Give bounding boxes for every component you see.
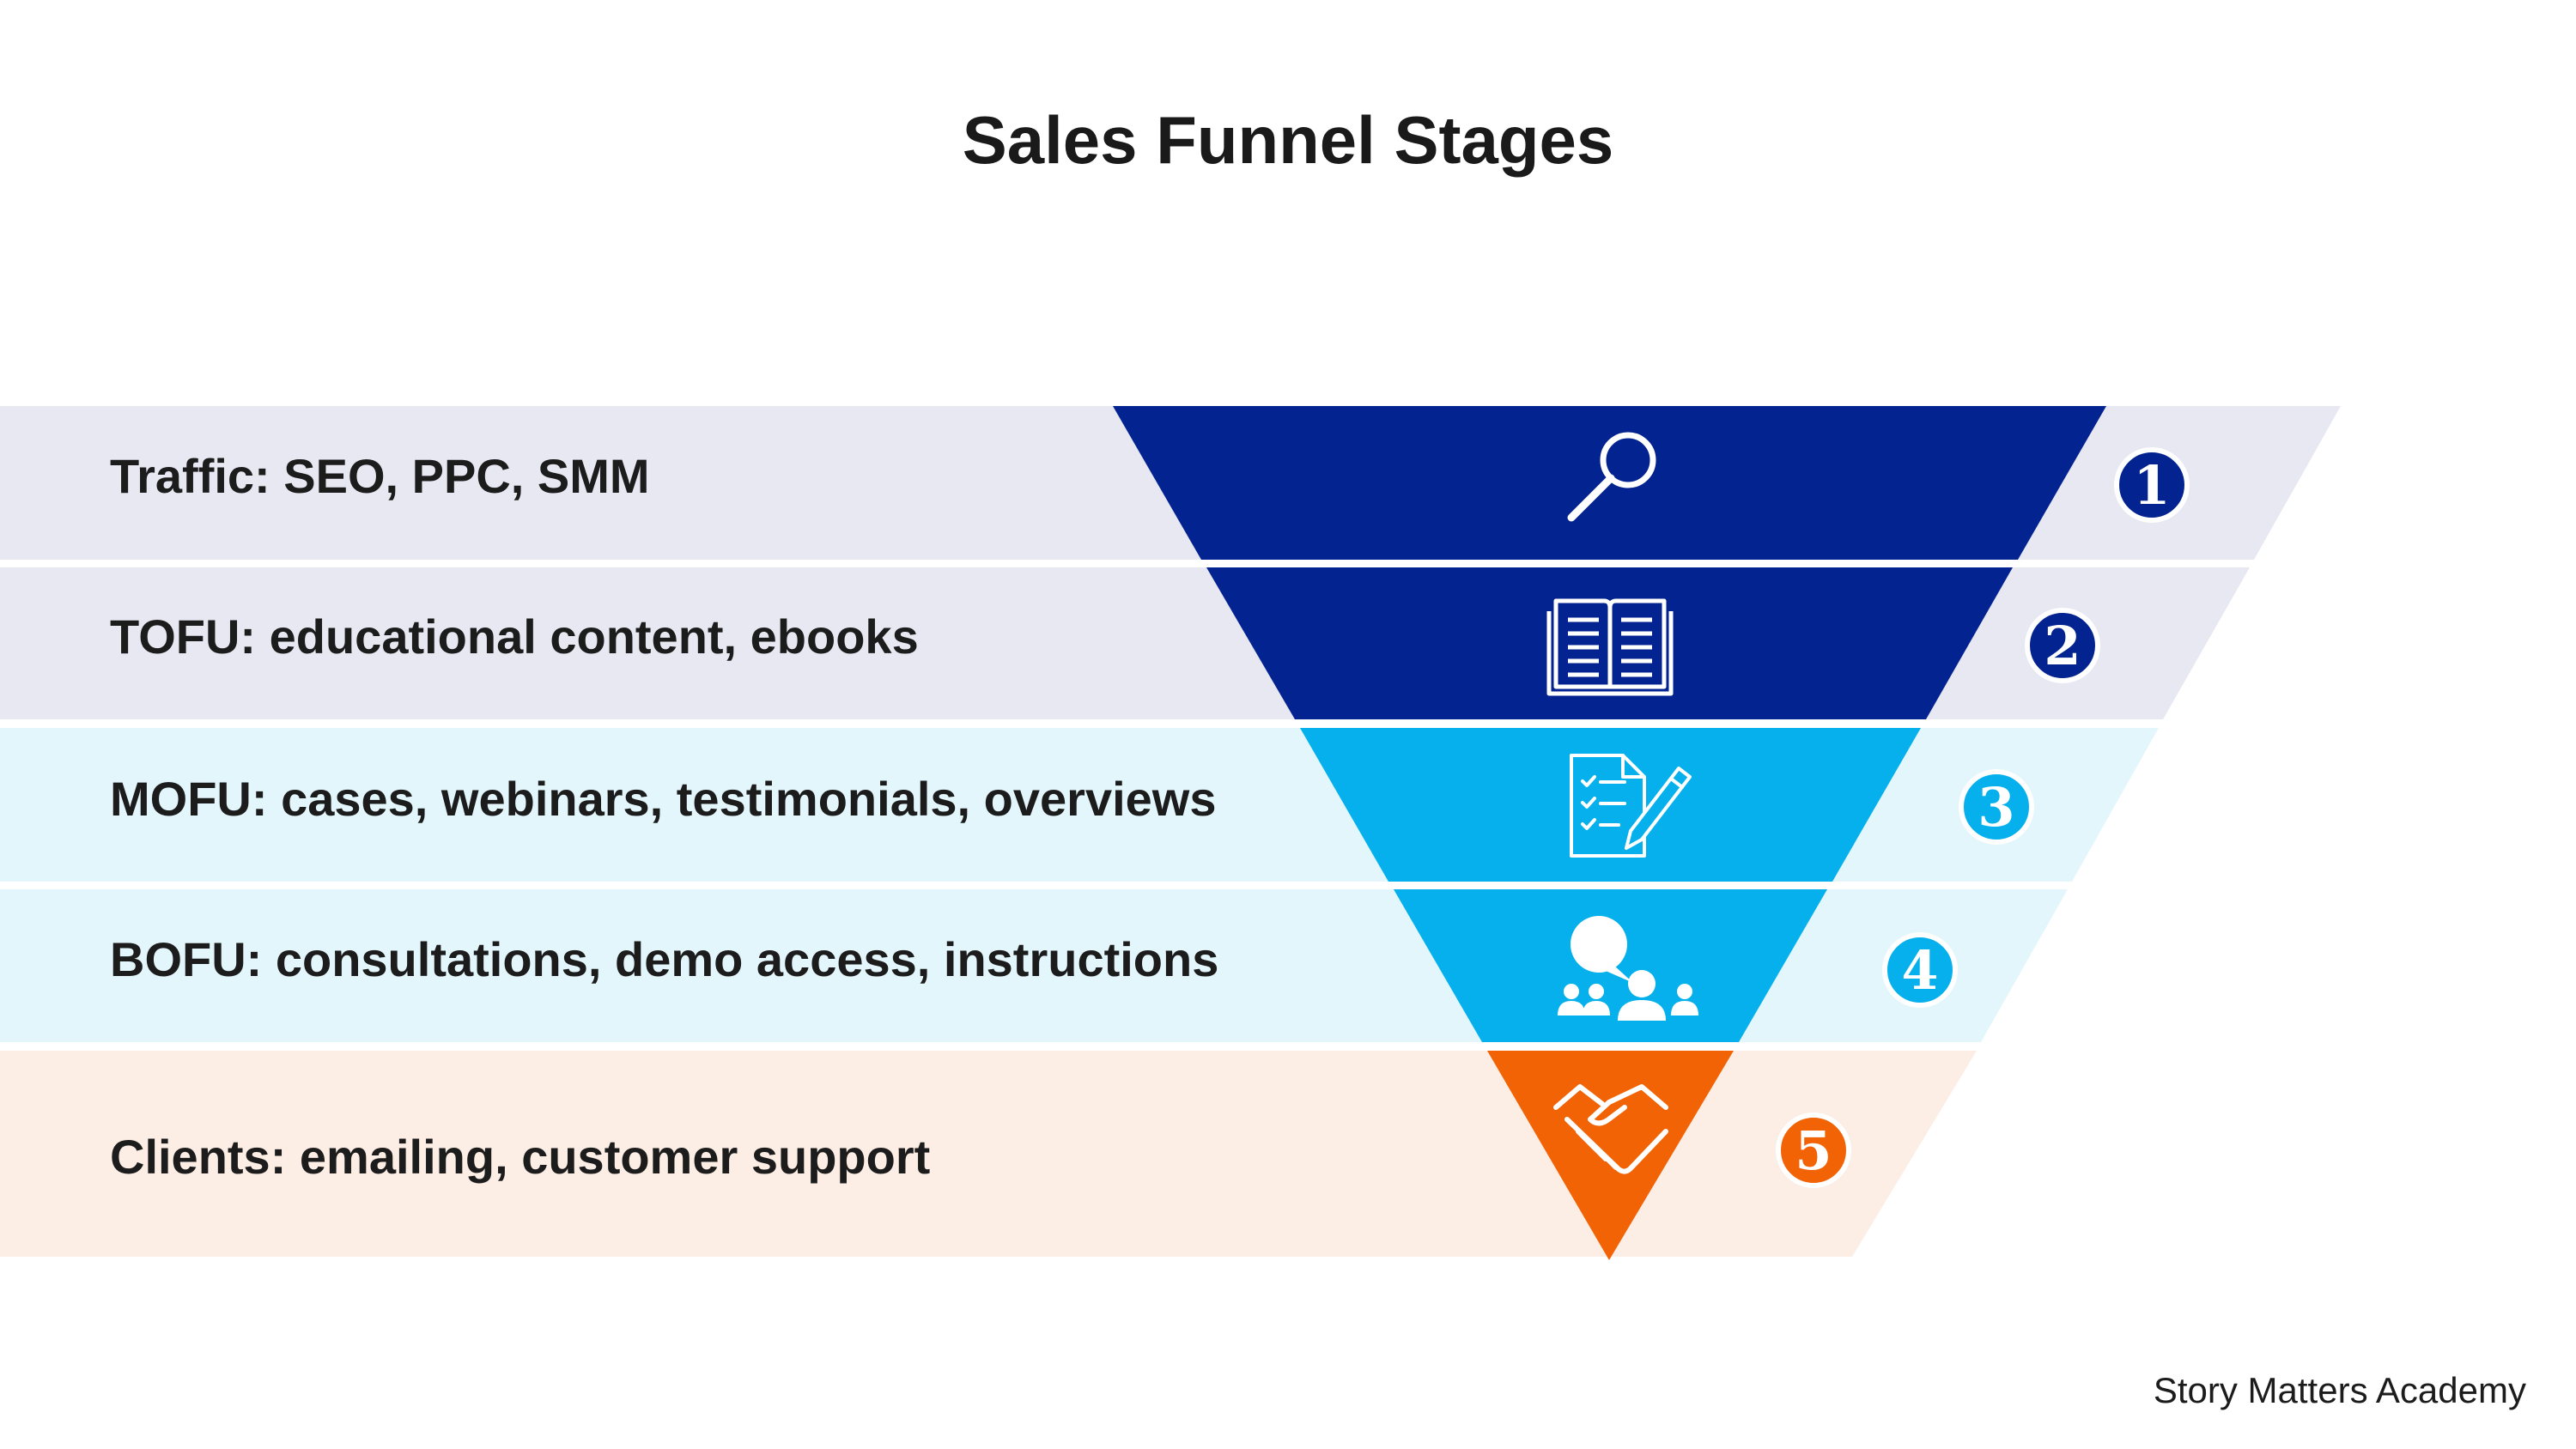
stage-2-label: TOFU: educational content, ebooks — [110, 609, 919, 664]
stage-4-number-badge: 4 — [1882, 932, 1958, 1008]
stage-4-label: BOFU: consultations, demo access, instru… — [110, 932, 1219, 986]
stage-3-number-badge: 3 — [1959, 769, 2034, 845]
stage-5-number-badge: 5 — [1776, 1113, 1851, 1188]
magnifier-icon — [1567, 432, 1656, 522]
footer-brand: Story Matters Academy — [2153, 1370, 2526, 1410]
stage-1-number-badge: 1 — [2114, 447, 2190, 523]
handshake-icon — [1553, 1084, 1668, 1174]
stage-5-band — [0, 1051, 1977, 1257]
stage-3-label: MOFU: cases, webinars, testimonials, ove… — [110, 772, 1217, 826]
stage-1-number: 1 — [2133, 454, 2170, 517]
stage-3-number: 3 — [1978, 776, 2014, 839]
stage-2-number: 2 — [2044, 615, 2081, 677]
stage-1-label: Traffic: SEO, PPC, SMM — [110, 449, 650, 503]
stage-5-label: Clients: emailing, customer support — [110, 1130, 931, 1184]
stage-4-number: 4 — [1901, 939, 1938, 1002]
checklist-pencil-icon — [1570, 754, 1692, 858]
open-book-icon — [1546, 598, 1674, 696]
stage-2-number-badge: 2 — [2025, 608, 2100, 683]
page-title: Sales Funnel Stages — [962, 102, 1614, 178]
stage-5-funnel-segment — [1487, 1051, 1734, 1260]
audience-speech-icon — [1558, 916, 1698, 1021]
stage-5-number: 5 — [1795, 1119, 1832, 1182]
